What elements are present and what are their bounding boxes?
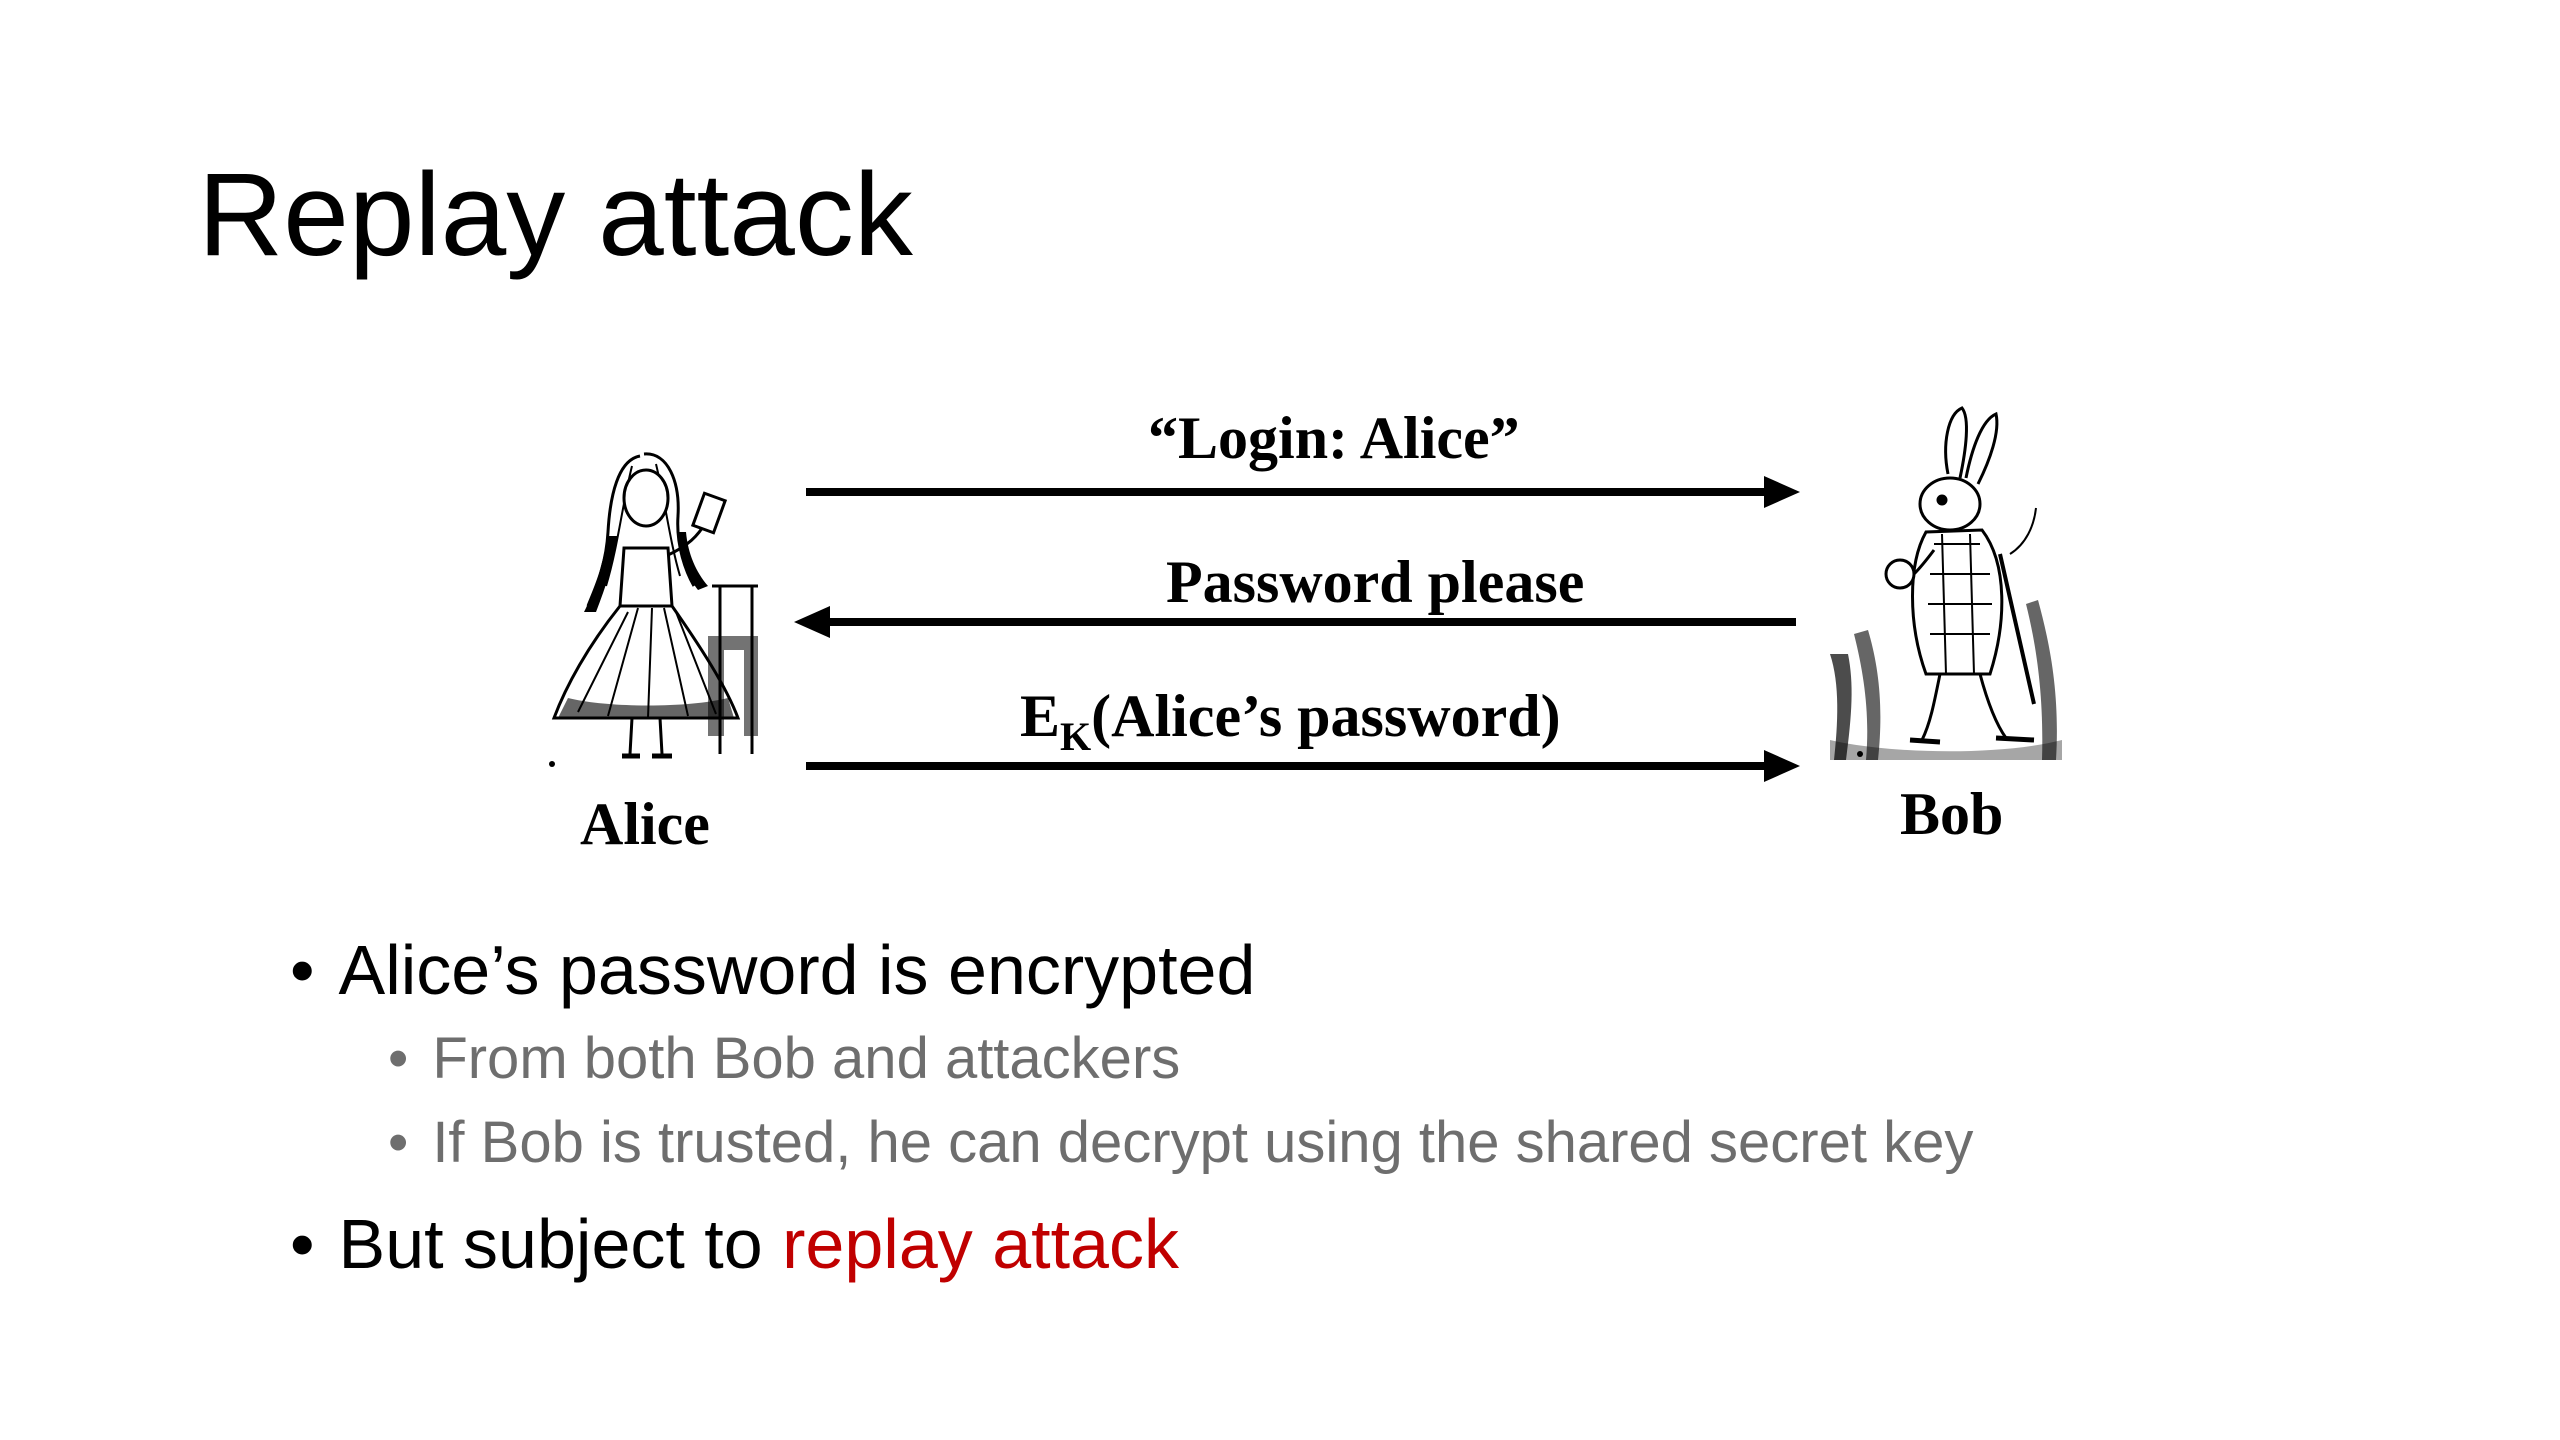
encryption-symbol: E: [1020, 683, 1061, 749]
bullet-dot: •: [290, 931, 315, 1009]
bullet-dot: •: [388, 1026, 409, 1091]
message-password-request-label: Password please: [1166, 549, 1585, 615]
bullet-dot: •: [290, 1205, 315, 1283]
arrow-login: [806, 476, 1800, 508]
bullet-replay: • But subject to replay attack: [290, 1204, 1179, 1284]
sub-bullet-from-both-text: From both Bob and attackers: [432, 1026, 1181, 1091]
encrypted-payload: (Alice’s password): [1091, 683, 1561, 749]
message-login-label: “Login: Alice”: [1148, 405, 1520, 471]
bullet-encrypted-text: Alice’s password is encrypted: [338, 931, 1256, 1009]
arrow-encrypted-password: [806, 750, 1800, 782]
protocol-diagram: “Login: Alice” Password please EK(Alice’…: [549, 405, 2062, 857]
bullet-replay-prefix: But subject to: [338, 1205, 783, 1283]
key-subscript: K: [1060, 714, 1092, 759]
message-arrows: [794, 476, 1800, 782]
replay-attack-highlight: replay attack: [782, 1205, 1179, 1283]
sub-bullet-bob-trusted-text: If Bob is trusted, he can decrypt using …: [432, 1110, 1974, 1175]
bullet-dot: •: [388, 1110, 409, 1175]
sub-bullet-from-both: • From both Bob and attackers: [388, 1026, 1180, 1092]
arrow-password-request: [794, 606, 1796, 638]
bob-label: Bob: [1900, 781, 2004, 847]
alice-illustration-icon: [549, 452, 758, 767]
slide-title: Replay attack: [198, 149, 913, 281]
bullet-encrypted: • Alice’s password is encrypted: [290, 930, 1255, 1010]
sub-bullet-bob-trusted: • If Bob is trusted, he can decrypt using…: [388, 1110, 1973, 1176]
message-encrypted-password-label: EK(Alice’s password): [1020, 682, 1561, 771]
white-rabbit-illustration-icon: [1830, 406, 2062, 760]
alice-label: Alice: [580, 791, 710, 857]
